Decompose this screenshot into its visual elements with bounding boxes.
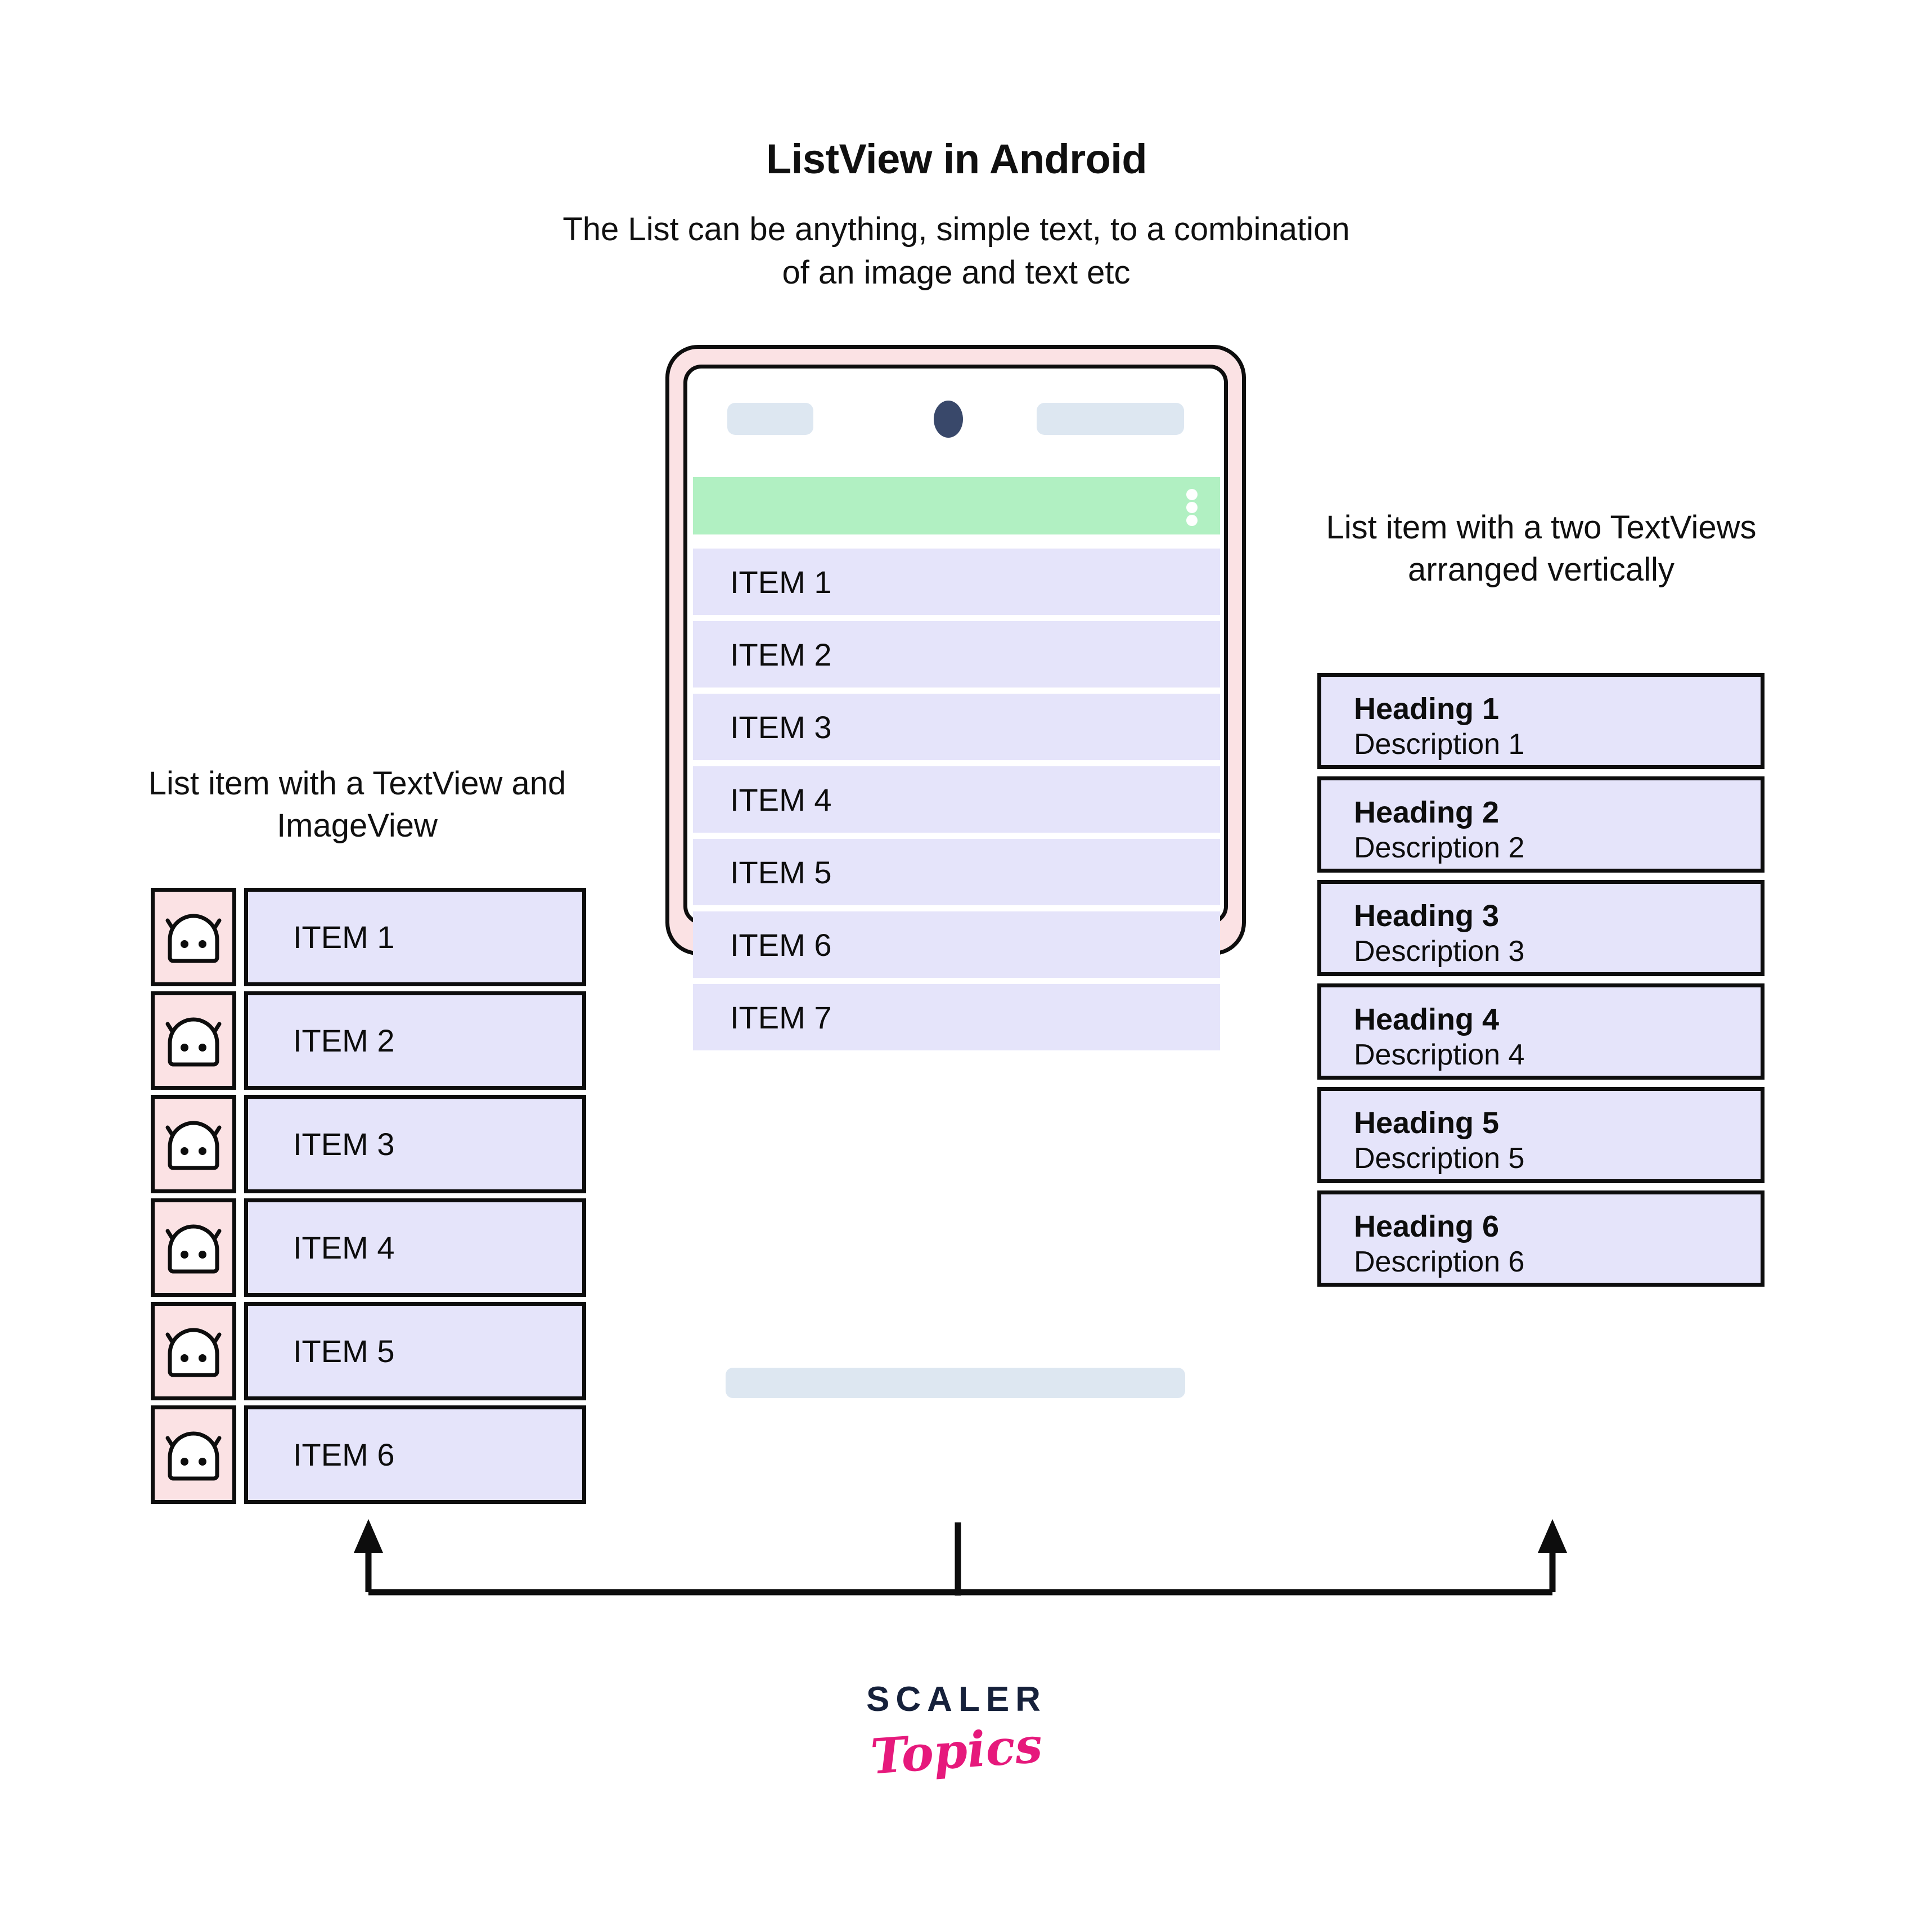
list-item[interactable]: Heading 3 Description 3 bbox=[1317, 880, 1765, 976]
list-item[interactable]: ITEM 5 bbox=[151, 1302, 586, 1400]
android-robot-glyph bbox=[165, 1431, 222, 1480]
left-annotation-caption: List item with a TextView and ImageView bbox=[148, 765, 566, 844]
list-item-label: ITEM 1 bbox=[293, 919, 395, 955]
list-item-description: Description 1 bbox=[1354, 727, 1525, 761]
camera-punchhole-icon bbox=[934, 401, 963, 438]
list-item[interactable]: ITEM 1 bbox=[151, 888, 586, 986]
list-item-label-box[interactable]: ITEM 3 bbox=[244, 1095, 586, 1193]
list-item-label: ITEM 6 bbox=[730, 927, 832, 963]
list-item[interactable]: ITEM 3 bbox=[151, 1095, 586, 1193]
list-item-heading: Heading 4 bbox=[1354, 1003, 1500, 1036]
android-robot-glyph bbox=[165, 1224, 222, 1273]
right-annotation-caption: List item with a two TextViews arranged … bbox=[1326, 509, 1757, 588]
list-item[interactable]: Heading 5 Description 5 bbox=[1317, 1087, 1765, 1183]
android-robot-icon bbox=[151, 888, 236, 986]
list-item-description: Description 4 bbox=[1354, 1038, 1525, 1071]
logo-primary-text: SCALER bbox=[866, 1680, 1047, 1719]
list-item-heading: Heading 3 bbox=[1354, 899, 1500, 933]
list-item[interactable]: ITEM 3 bbox=[693, 694, 1220, 760]
list-item-label: ITEM 2 bbox=[293, 1023, 395, 1058]
android-robot-icon bbox=[151, 991, 236, 1090]
list-item-label: ITEM 5 bbox=[730, 854, 832, 890]
android-robot-glyph bbox=[165, 1328, 222, 1377]
list-item-label: ITEM 1 bbox=[730, 564, 832, 600]
list-item-label: ITEM 5 bbox=[293, 1333, 395, 1369]
list-item[interactable]: Heading 4 Description 4 bbox=[1317, 983, 1765, 1080]
list-item-label: ITEM 2 bbox=[730, 636, 832, 672]
list-item[interactable]: Heading 2 Description 2 bbox=[1317, 776, 1765, 873]
list-item-label: ITEM 6 bbox=[293, 1437, 395, 1472]
phone-listview[interactable]: ITEM 1 ITEM 2 ITEM 3 ITEM 4 ITEM 5 ITEM … bbox=[693, 549, 1220, 1057]
list-item-heading: Heading 1 bbox=[1354, 692, 1500, 726]
list-item[interactable]: ITEM 4 bbox=[151, 1198, 586, 1297]
logo-secondary-text: Topics bbox=[868, 1717, 1045, 1786]
page-title: ListView in Android bbox=[766, 136, 1147, 182]
list-item-label: ITEM 4 bbox=[293, 1230, 395, 1265]
overflow-dot-1 bbox=[1186, 489, 1198, 500]
list-item-label-box[interactable]: ITEM 6 bbox=[244, 1405, 586, 1504]
list-item[interactable]: ITEM 6 bbox=[693, 911, 1220, 978]
android-robot-icon bbox=[151, 1405, 236, 1504]
list-item-description: Description 6 bbox=[1354, 1245, 1525, 1278]
status-bar-right-pill bbox=[1037, 403, 1184, 435]
overflow-menu-icon[interactable] bbox=[1186, 489, 1198, 526]
list-item[interactable]: ITEM 6 bbox=[151, 1405, 586, 1504]
list-item-label-box[interactable]: ITEM 2 bbox=[244, 991, 586, 1090]
page-subtitle: The List can be anything, simple text, t… bbox=[562, 211, 1350, 291]
list-item-label-box[interactable]: ITEM 5 bbox=[244, 1302, 586, 1400]
overflow-dot-3 bbox=[1186, 515, 1198, 526]
list-item-label: ITEM 3 bbox=[293, 1126, 395, 1162]
list-item[interactable]: Heading 1 Description 1 bbox=[1317, 673, 1765, 769]
navigation-bar-pill bbox=[726, 1368, 1185, 1398]
list-item[interactable]: Heading 6 Description 6 bbox=[1317, 1190, 1765, 1287]
list-item[interactable]: ITEM 2 bbox=[151, 991, 586, 1090]
list-item[interactable]: ITEM 2 bbox=[693, 621, 1220, 688]
android-robot-glyph bbox=[165, 1121, 222, 1170]
list-item-heading: Heading 5 bbox=[1354, 1106, 1500, 1140]
android-robot-icon bbox=[151, 1302, 236, 1400]
left-annotation-list: ITEM 1 ITEM 2 bbox=[151, 888, 586, 1509]
list-item[interactable]: ITEM 4 bbox=[693, 766, 1220, 833]
list-item-heading: Heading 2 bbox=[1354, 796, 1500, 829]
list-item[interactable]: ITEM 5 bbox=[693, 839, 1220, 905]
android-robot-icon bbox=[151, 1198, 236, 1297]
android-robot-glyph bbox=[165, 1017, 222, 1066]
android-robot-icon bbox=[151, 1095, 236, 1193]
list-item-label-box[interactable]: ITEM 1 bbox=[244, 888, 586, 986]
list-item-description: Description 5 bbox=[1354, 1142, 1525, 1175]
status-bar-left-pill bbox=[727, 403, 813, 435]
android-robot-glyph bbox=[165, 914, 222, 963]
list-item-label: ITEM 3 bbox=[730, 709, 832, 745]
overflow-dot-2 bbox=[1186, 502, 1198, 513]
scaler-topics-logo: SCALER Topics bbox=[0, 1679, 1913, 1786]
list-item-label-box[interactable]: ITEM 4 bbox=[244, 1198, 586, 1297]
list-item[interactable]: ITEM 7 bbox=[693, 984, 1220, 1050]
list-item[interactable]: ITEM 1 bbox=[693, 549, 1220, 615]
list-item-heading: Heading 6 bbox=[1354, 1210, 1500, 1243]
app-bar bbox=[693, 477, 1220, 534]
list-item-label: ITEM 4 bbox=[730, 781, 832, 817]
list-item-description: Description 3 bbox=[1354, 934, 1525, 968]
list-item-description: Description 2 bbox=[1354, 831, 1525, 864]
right-annotation-list: Heading 1 Description 1 Heading 2 Descri… bbox=[1317, 673, 1765, 1294]
list-item-label: ITEM 7 bbox=[730, 999, 832, 1035]
